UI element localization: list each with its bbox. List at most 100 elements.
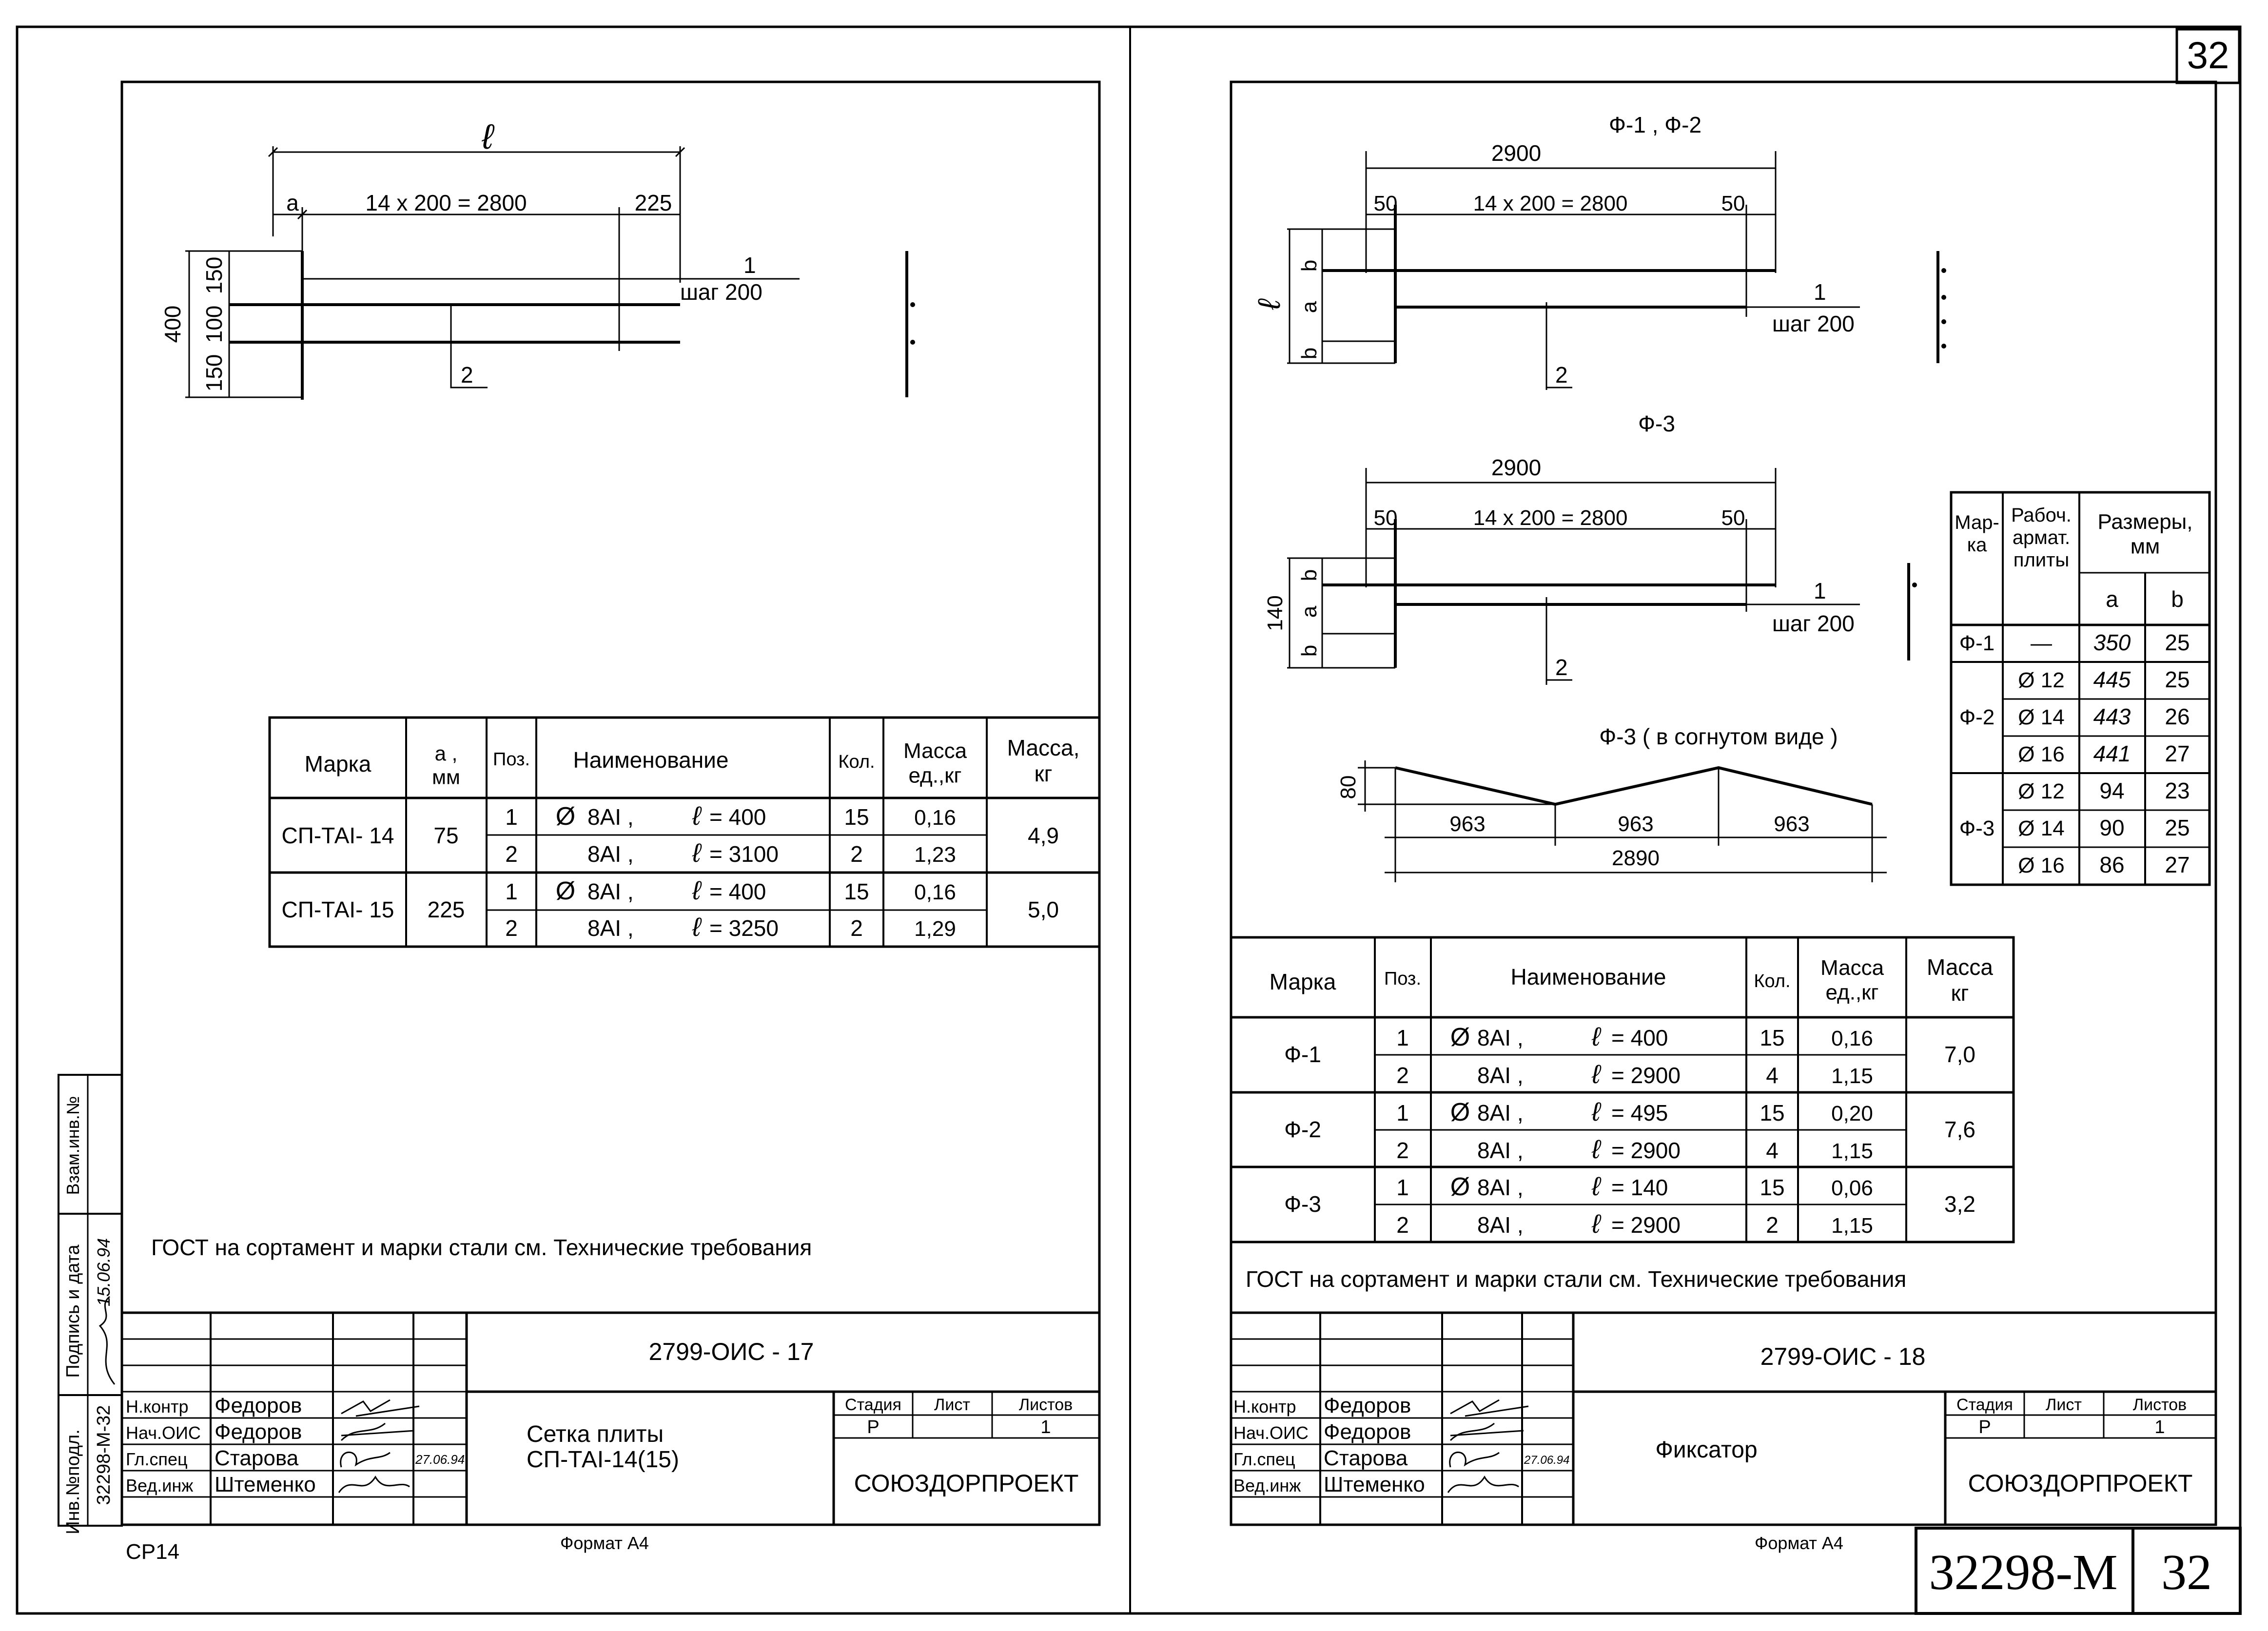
row-qty-14-2: 2 <box>850 841 863 867</box>
f12-callout-2: 2 <box>1555 362 1568 388</box>
r-signature-2 <box>1449 1422 1524 1441</box>
left-format: Формат А4 <box>560 1533 649 1553</box>
rspec-header-qty: Кол. <box>1754 971 1790 991</box>
bent-total: 2890 <box>1612 846 1660 870</box>
rspec-unit: 1,15 <box>1831 1139 1873 1163</box>
size-header-sizes-text: Размеры,мм <box>2097 510 2192 559</box>
row-qty-15-1: 15 <box>844 879 869 904</box>
row-name-14-2: 8АI , <box>587 841 634 867</box>
header-name: Наименование <box>573 747 729 773</box>
rspec-name: 8АI , <box>1477 1175 1524 1200</box>
rspec-lval: = 2900 <box>1611 1212 1681 1238</box>
left-spec-table: Марка а ,мм Поз. Наименование Кол. Масса… <box>268 716 1101 948</box>
rspec-lsym: ℓ <box>1591 1135 1602 1164</box>
row-unit-15-2: 1,29 <box>914 917 956 941</box>
row-lval-14-2: = 3100 <box>709 841 779 867</box>
r-sheets-value: 1 <box>2154 1417 2165 1437</box>
rspec-qty: 15 <box>1760 1025 1784 1050</box>
dim-150-top: 150 <box>201 257 227 294</box>
r-doc-code: 2799-ОИС - 18 <box>1760 1343 1926 1370</box>
row-pos-14-1: 1 <box>505 804 518 830</box>
rspec-pos: 2 <box>1396 1138 1409 1163</box>
size-row-a: 445 <box>2093 667 2131 692</box>
row-a-14: 75 <box>433 823 458 848</box>
row-lval-14-1: = 400 <box>709 804 766 830</box>
size-row-a: 86 <box>2099 852 2124 877</box>
stamp-signature-date: Подпись и дата <box>63 1244 83 1378</box>
rspec-unit: 0,20 <box>1831 1102 1873 1126</box>
rspec-name: 8АI , <box>1477 1063 1524 1088</box>
rspec-name: 8АI , <box>1477 1025 1524 1050</box>
f3-dim-50-left: 50 <box>1374 506 1398 530</box>
role-2: Нач.ОИС <box>126 1423 201 1443</box>
title-line2: СП-ТАI-14(15) <box>527 1447 679 1473</box>
row-mass-15: 5,0 <box>1028 897 1059 922</box>
title-f3-bent: Ф-3 ( в согнутом виде ) <box>1599 724 1838 749</box>
size-header-mark-text: Мар-ка <box>1955 512 1999 556</box>
size-header-b: b <box>2171 586 2184 612</box>
r-name-4: Штеменко <box>1324 1473 1425 1496</box>
bent-seg-2: 963 <box>1618 812 1653 836</box>
stamp-signature <box>98 1296 116 1385</box>
size-header-a: а <box>2106 586 2118 612</box>
row-qty-14-1: 15 <box>844 804 869 830</box>
f12-dim-2900: 2900 <box>1491 140 1541 166</box>
f3-dim-b-top: b <box>1297 569 1321 581</box>
header-pos: Поз. <box>493 749 530 770</box>
title-line1: Сетка плиты <box>527 1421 664 1447</box>
size-header-rebar-text: Рабоч.армат.плиты <box>2011 505 2072 571</box>
right-format: Формат А4 <box>1755 1533 1843 1553</box>
rspec-qty: 4 <box>1766 1063 1779 1088</box>
size-row-rebar: Ø 12 <box>2018 668 2064 692</box>
dim-height-400: 400 <box>160 306 185 343</box>
rspec-lsym: ℓ <box>1591 1060 1602 1089</box>
sheets-value: 1 <box>1040 1417 1051 1437</box>
sheets-label: Листов <box>1019 1396 1073 1414</box>
row-pos-14-2: 2 <box>505 841 518 867</box>
rspec-qty: 2 <box>1766 1212 1779 1238</box>
rspec-unit: 1,15 <box>1831 1214 1873 1238</box>
row-lsym-15-1: ℓ <box>692 876 702 905</box>
role-4: Вед.инж <box>126 1476 193 1495</box>
rspec-lval: = 140 <box>1611 1175 1668 1200</box>
sheet-label: Лист <box>934 1396 970 1414</box>
dim-a: a <box>286 190 299 215</box>
name-4: Штеменко <box>215 1473 316 1496</box>
rspec-qty: 4 <box>1766 1138 1779 1163</box>
name-2: Федоров <box>215 1420 302 1444</box>
r-role-3: Гл.спец <box>1233 1449 1295 1469</box>
size-row-a: 350 <box>2093 630 2131 655</box>
row-unit-15-1: 0,16 <box>914 880 956 904</box>
header-a-mm: а ,мм <box>432 742 460 788</box>
rspec-lsym: ℓ <box>1591 1022 1602 1051</box>
right-f12-drawing: Ф-1 , Ф-2 2900 50 14 x 200 = 2800 50 ℓ b… <box>1251 112 1946 390</box>
f3-callout-2: 2 <box>1555 655 1568 680</box>
rspec-mass: 7,0 <box>1944 1042 1975 1067</box>
dim-pitch: 14 x 200 = 2800 <box>365 190 527 215</box>
callout-1: 1 <box>743 252 756 278</box>
album-code-box <box>1915 1527 2242 1615</box>
r-name-1: Федоров <box>1324 1394 1411 1417</box>
row-qty-15-2: 2 <box>850 915 863 941</box>
f12-callout-1: 1 <box>1814 279 1826 305</box>
r-title: Фиксатор <box>1655 1437 1757 1463</box>
header-mass: Масса,кг <box>1007 735 1080 786</box>
size-header-rebar: Рабоч.армат.плиты <box>2011 505 2072 571</box>
f3-callout-1: 1 <box>1814 578 1826 603</box>
row-dia-15-1: Ø <box>556 877 575 905</box>
bent-seg-1: 963 <box>1449 812 1485 836</box>
name-1: Федоров <box>215 1394 302 1417</box>
rspec-lsym: ℓ <box>1591 1172 1602 1201</box>
sign-date: 27.06.94 <box>415 1452 465 1467</box>
row-name-14-1: 8АI , <box>587 804 634 830</box>
rspec-header-mark: Марка <box>1270 969 1336 994</box>
size-row-rebar: Ø 12 <box>2018 779 2064 803</box>
rspec-unit: 0,06 <box>1831 1176 1873 1200</box>
outer-frame <box>16 25 2242 1615</box>
